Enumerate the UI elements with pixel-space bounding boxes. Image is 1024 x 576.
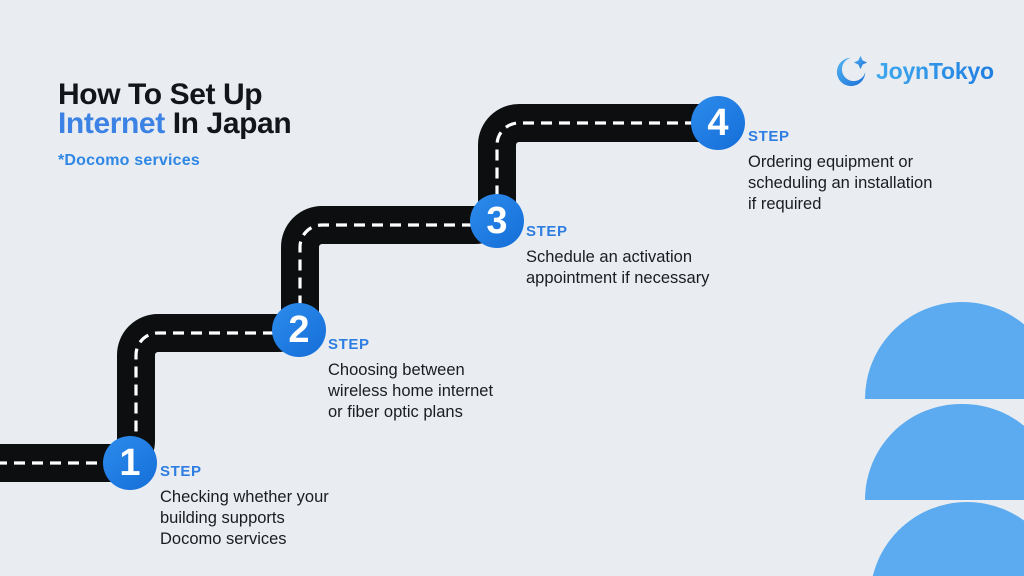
page-title-line2-rest: In Japan [164,107,292,140]
step-3-description: Schedule an activation appointment if ne… [526,248,710,287]
page-title-line2: Internet In Japan [58,107,292,140]
step-4-text: STEP Ordering equipment or scheduling an… [748,128,932,215]
step-2-text: STEP Choosing between wireless home inte… [328,336,493,423]
step-2-label: STEP [328,336,370,353]
step-4-number: 4 [707,101,729,144]
title-block: How To Set Up Internet In Japan *Docomo … [58,78,292,170]
page-title-line1: How To Set Up [58,78,263,111]
step-2-description: Choosing between wireless home internet … [328,361,494,421]
step-3-label: STEP [526,223,568,240]
step-3-text: STEP Schedule an activation appointment … [526,223,709,289]
step-3-number: 3 [486,199,508,242]
step-3-circle: 3 [470,194,524,248]
step-4-label: STEP [748,128,790,145]
step-1-number: 1 [119,441,141,484]
logo-wordmark: JoynTokyo [876,57,994,84]
joyntokyo-logo: JoynTokyo [835,54,994,88]
step-1-label: STEP [160,463,202,480]
step-1-text: STEP Checking whether your building supp… [160,463,329,550]
step-4-description: Ordering equipment or scheduling an inst… [748,153,933,213]
step-1-description: Checking whether your building supports … [160,488,329,548]
step-2-circle: 2 [272,303,326,357]
crescent-moon-sparkle-icon [836,55,868,87]
road-center-dashes [0,121,722,465]
step-1-circle: 1 [103,436,157,490]
subtitle-docomo-note: *Docomo services [58,152,200,169]
page-title-highlight: Internet [58,107,165,140]
step-2-number: 2 [288,308,310,351]
step-4-circle: 4 [691,96,745,150]
